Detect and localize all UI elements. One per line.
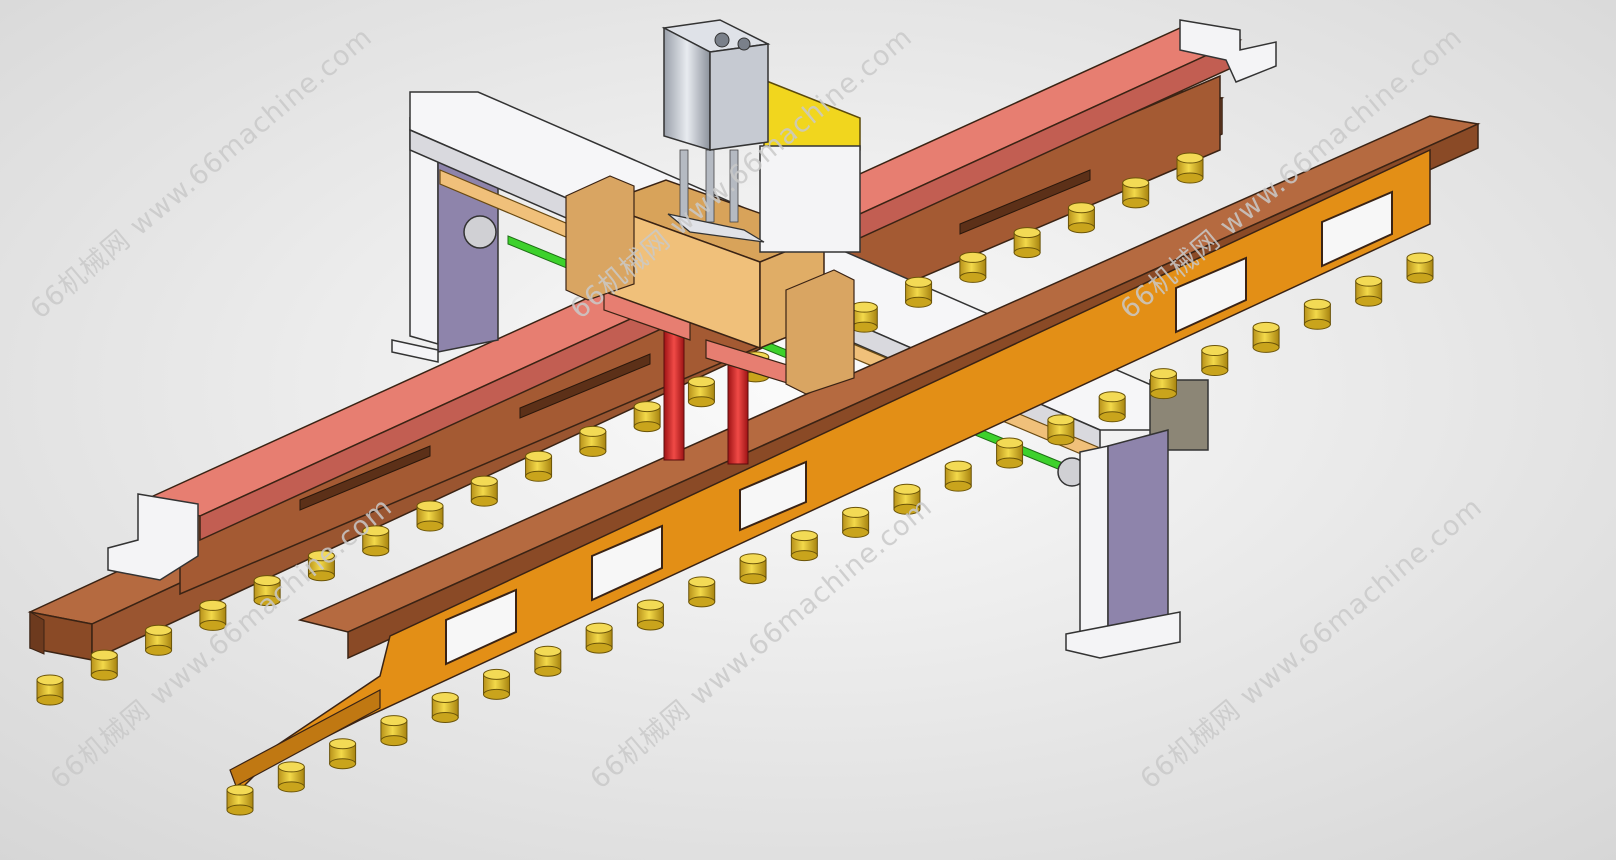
roller xyxy=(525,450,553,482)
roller xyxy=(307,550,335,582)
roller xyxy=(1406,252,1434,284)
roller xyxy=(905,276,933,308)
roller xyxy=(850,301,878,333)
roller xyxy=(362,525,390,557)
roller xyxy=(416,500,444,532)
roller xyxy=(842,506,870,538)
roller xyxy=(944,460,972,492)
vertical-rod-right xyxy=(727,357,749,465)
roller xyxy=(687,376,715,408)
roller xyxy=(1067,202,1095,234)
front-plate-windows xyxy=(445,190,1393,666)
roller xyxy=(277,761,305,793)
back-rail-end-bracket-front xyxy=(107,493,199,581)
roller xyxy=(470,475,498,507)
roller xyxy=(1047,414,1075,446)
roller xyxy=(431,691,459,723)
roller xyxy=(893,483,921,515)
cylinder-port-b xyxy=(737,37,751,51)
roller xyxy=(534,645,562,677)
guide-rod-right xyxy=(729,149,739,223)
roller xyxy=(36,674,64,706)
roller xyxy=(380,715,408,747)
roller xyxy=(199,599,227,631)
roller xyxy=(1149,368,1177,400)
roller xyxy=(579,425,607,457)
roller xyxy=(483,668,511,700)
roller xyxy=(1122,177,1150,209)
roller xyxy=(790,530,818,562)
roller xyxy=(1201,345,1229,377)
roller-row xyxy=(36,152,1434,816)
roller xyxy=(633,401,661,433)
roller xyxy=(739,553,767,585)
roller xyxy=(253,575,281,607)
cylinder-foot-plate xyxy=(667,213,765,243)
roller xyxy=(996,437,1024,469)
roller xyxy=(636,599,664,631)
roller xyxy=(1355,275,1383,307)
pneumatic-cylinder-side xyxy=(709,43,769,151)
roller xyxy=(1176,152,1204,184)
roller xyxy=(1303,298,1331,330)
roller xyxy=(329,738,357,770)
cylinder-mount-plate-white xyxy=(759,145,861,253)
back-rail-base-end xyxy=(29,611,45,655)
rear-column-foot xyxy=(391,339,439,363)
roller xyxy=(1013,227,1041,259)
roller xyxy=(959,251,987,283)
front-plate-assembly xyxy=(229,115,1481,792)
roller xyxy=(1252,321,1280,353)
vertical-rod-left xyxy=(663,329,685,461)
roller xyxy=(145,624,173,656)
roller xyxy=(226,784,254,816)
rear-pulley xyxy=(463,215,497,249)
z-axis-carriage xyxy=(565,19,861,465)
roller xyxy=(1098,391,1126,423)
cylinder-port-a xyxy=(714,32,730,48)
front-orange-plate-lip xyxy=(229,689,381,787)
front-column-purple xyxy=(1107,429,1169,643)
roller xyxy=(688,576,716,608)
roller xyxy=(90,649,118,681)
roller xyxy=(585,622,613,654)
back-rail-end-bracket-rear xyxy=(1179,19,1277,83)
front-column-white xyxy=(1079,445,1109,651)
front-column-foot xyxy=(1065,611,1181,659)
carriage-end-block-left xyxy=(565,175,635,301)
carriage-end-block-right xyxy=(785,269,855,395)
